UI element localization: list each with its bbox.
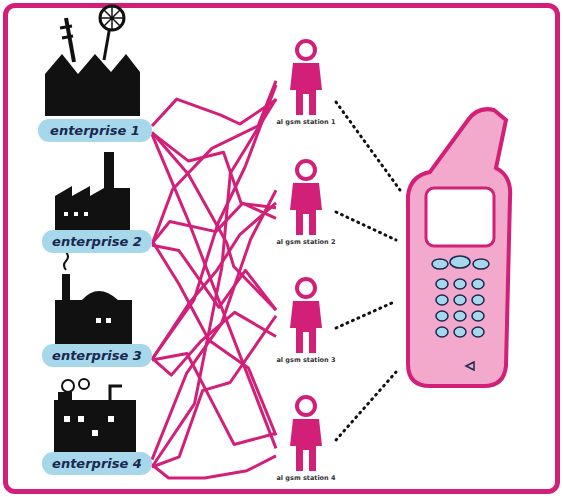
phone-body — [408, 109, 510, 386]
phone-key — [454, 295, 466, 305]
enterprise-label: enterprise 2 — [42, 230, 152, 253]
person-head — [297, 161, 315, 179]
enterprise-name: enterprise 3 — [52, 348, 142, 363]
dotted-line — [336, 212, 396, 240]
phone-key — [454, 327, 466, 337]
dish-spokes — [100, 6, 124, 30]
phone-screen — [426, 188, 494, 246]
station-name: al gsm station 2 — [276, 238, 336, 246]
tangled-link — [152, 456, 276, 478]
phone-key — [436, 279, 448, 289]
tangled-link — [152, 353, 276, 444]
station-name: al gsm station 3 — [276, 356, 336, 364]
person-body — [290, 419, 322, 471]
phone-key — [436, 327, 448, 337]
factory-body — [45, 54, 140, 116]
phone-key — [472, 279, 484, 289]
window — [96, 318, 101, 323]
station-name: al gsm station 1 — [276, 118, 336, 126]
roof-unit — [58, 392, 72, 402]
dotted-line — [336, 372, 396, 440]
phone-key — [436, 311, 448, 321]
phone-key — [472, 295, 484, 305]
phone-key — [450, 256, 470, 268]
station-person: al gsm station 4 — [276, 394, 336, 486]
pipe — [110, 386, 122, 400]
station-person: al gsm station 3 — [276, 276, 336, 368]
window — [64, 212, 68, 216]
person-body — [290, 301, 322, 353]
antenna — [66, 18, 74, 62]
tangled-link — [152, 190, 276, 459]
factory-silhouette — [48, 152, 130, 232]
person-head — [297, 279, 315, 297]
antenna — [60, 26, 72, 28]
window — [78, 416, 84, 422]
person-figure — [276, 276, 336, 354]
factory-silhouette — [54, 379, 136, 452]
phone-key — [436, 295, 448, 305]
factory-silhouette — [55, 252, 132, 346]
window — [108, 416, 114, 422]
fan — [62, 380, 74, 392]
enterprise-name: enterprise 4 — [52, 456, 142, 471]
phone-key — [473, 259, 489, 269]
window — [64, 416, 70, 422]
antenna — [62, 36, 73, 38]
tangled-link — [152, 134, 276, 448]
station-person: al gsm station 1 — [276, 38, 336, 130]
dotted-links — [336, 102, 400, 440]
enterprise-name: enterprise 1 — [50, 123, 140, 138]
person-body — [290, 183, 322, 235]
person-body — [290, 63, 322, 115]
window — [84, 212, 88, 216]
phone-arrow — [466, 362, 474, 370]
phone-keypad — [436, 279, 484, 337]
factory-body — [55, 152, 130, 230]
phone-key — [472, 327, 484, 337]
dotted-line — [336, 102, 400, 190]
window — [74, 212, 78, 216]
factory-body — [55, 274, 132, 346]
phone-key — [472, 311, 484, 321]
enterprise-name: enterprise 2 — [52, 234, 142, 249]
person-head — [297, 397, 315, 415]
phone-key — [454, 279, 466, 289]
smoke — [64, 252, 68, 270]
window — [106, 318, 111, 323]
phone-key — [454, 311, 466, 321]
tangled-link — [152, 99, 276, 467]
dish — [100, 6, 124, 30]
tangled-link — [152, 316, 276, 467]
mobile-phone — [408, 109, 510, 386]
factory-body — [54, 400, 136, 452]
enterprise-label: enterprise 4 — [42, 452, 152, 475]
station-name: al gsm station 4 — [276, 474, 336, 482]
enterprise-label: enterprise 1 — [38, 119, 152, 142]
fan — [79, 379, 89, 389]
enterprise-label: enterprise 3 — [42, 344, 152, 367]
tangled-link — [152, 99, 276, 126]
person-figure — [276, 394, 336, 472]
factory-silhouette — [45, 6, 140, 116]
dotted-line — [336, 302, 394, 328]
tangled-link — [152, 85, 276, 359]
person-figure — [276, 158, 336, 236]
station-person: al gsm station 2 — [276, 158, 336, 250]
person-figure — [276, 38, 336, 116]
person-head — [297, 41, 315, 59]
window — [92, 430, 98, 436]
phone-key — [432, 259, 448, 269]
